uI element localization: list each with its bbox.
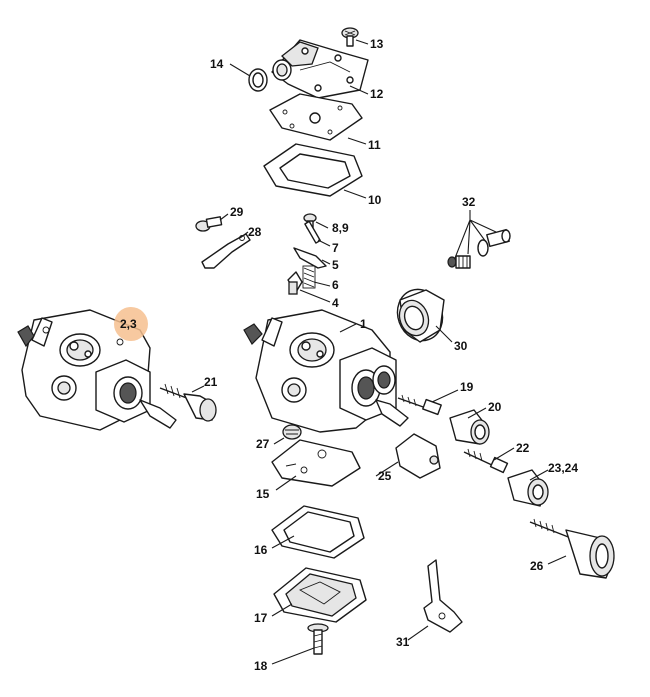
- callout-4[interactable]: 4: [332, 296, 339, 310]
- callout-16[interactable]: 16: [254, 543, 268, 557]
- needle-22[interactable]: [463, 448, 509, 474]
- valve-cap-25[interactable]: [395, 433, 441, 479]
- callout-8-9[interactable]: 8,9: [332, 221, 349, 235]
- cover-17[interactable]: [273, 567, 367, 623]
- bracket-31[interactable]: [423, 559, 463, 633]
- callout-14[interactable]: 14: [210, 57, 224, 71]
- callout-11[interactable]: 11: [368, 138, 381, 152]
- carburetor-body-1[interactable]: [243, 309, 409, 433]
- callout-23-24[interactable]: 23,24: [548, 461, 578, 475]
- callout-27[interactable]: 27: [256, 437, 270, 451]
- carburetor-2-3[interactable]: [17, 309, 177, 431]
- callout-2-3[interactable]: 2,3: [120, 317, 137, 331]
- spring-6[interactable]: [302, 265, 316, 289]
- pump-cover-12[interactable]: [271, 39, 369, 99]
- diaphragm-11[interactable]: [269, 93, 363, 141]
- throttle-screw-26[interactable]: [529, 518, 615, 579]
- callout-1[interactable]: 1: [360, 317, 367, 331]
- needle-19[interactable]: [397, 394, 442, 416]
- screw-13[interactable]: [341, 27, 359, 47]
- cap-20[interactable]: [449, 409, 490, 445]
- callout-30[interactable]: 30: [454, 339, 468, 353]
- highlight-marker: [114, 307, 148, 341]
- callout-26[interactable]: 26: [530, 559, 544, 573]
- screw-set-32[interactable]: [447, 228, 511, 269]
- leader-lines: [191, 39, 567, 665]
- callout-18[interactable]: 18: [254, 659, 268, 673]
- callout-10[interactable]: 10: [368, 193, 382, 207]
- ring-14[interactable]: [248, 68, 268, 92]
- callout-31[interactable]: 31: [396, 635, 410, 649]
- screw-29[interactable]: [195, 216, 223, 232]
- callout-28[interactable]: 28: [248, 225, 262, 239]
- lever-28[interactable]: [201, 233, 251, 269]
- callout-19[interactable]: 19: [460, 380, 474, 394]
- filter-cap-30[interactable]: [390, 283, 449, 347]
- needle-4[interactable]: [287, 271, 303, 295]
- callout-12[interactable]: 12: [370, 87, 384, 101]
- gasket-16[interactable]: [271, 505, 365, 559]
- callout-17[interactable]: 17: [254, 611, 268, 625]
- callout-6[interactable]: 6: [332, 278, 339, 292]
- lever-5[interactable]: [293, 247, 327, 269]
- gasket-10[interactable]: [263, 143, 363, 197]
- callout-15[interactable]: 15: [256, 487, 270, 501]
- callout-labels: 13 14 12 11 10 29 28 8,9 7 5 6 4 32 2,3 …: [120, 37, 578, 673]
- gasket-15[interactable]: [271, 439, 361, 487]
- pin-7[interactable]: [304, 220, 321, 244]
- strainer-27[interactable]: [282, 424, 302, 440]
- callout-25[interactable]: 25: [378, 469, 392, 483]
- callout-22[interactable]: 22: [516, 441, 530, 455]
- callout-29[interactable]: 29: [230, 205, 244, 219]
- callout-5[interactable]: 5: [332, 258, 339, 272]
- callout-32[interactable]: 32: [462, 195, 476, 209]
- callout-20[interactable]: 20: [488, 400, 502, 414]
- screw-18[interactable]: [307, 623, 329, 655]
- cap-23-24[interactable]: [507, 469, 549, 507]
- callout-13[interactable]: 13: [370, 37, 384, 51]
- callout-7[interactable]: 7: [332, 241, 339, 255]
- callout-21[interactable]: 21: [204, 375, 218, 389]
- screw-21[interactable]: [159, 383, 217, 422]
